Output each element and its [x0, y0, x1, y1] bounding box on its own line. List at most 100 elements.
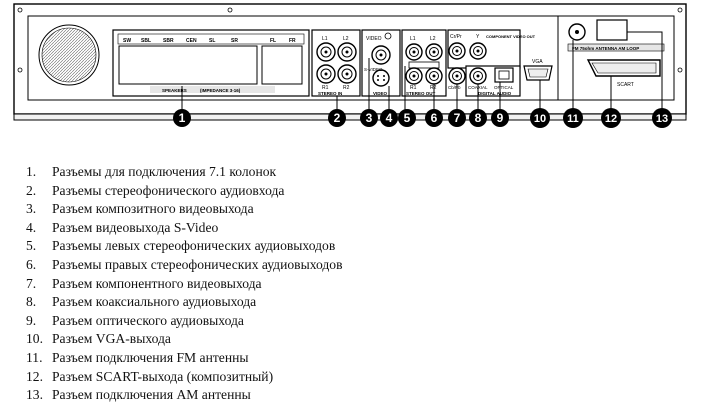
stereo-in-label-r1: R1	[322, 85, 329, 91]
legend-text: Разъем оптического аудиовыхода	[52, 312, 244, 328]
legend-text: Разъем видеовыхода S-Video	[52, 219, 219, 235]
callout-1: 1	[173, 109, 191, 127]
stereo-in-label-l1: L1	[322, 36, 328, 42]
svg-text:2: 2	[334, 111, 341, 125]
scart-label: SCART	[617, 82, 634, 88]
svg-text:9: 9	[497, 111, 504, 125]
legend-item: 11.Разъем подключения FM антенны	[26, 349, 343, 368]
legend-text: Разъемы левых стереофонических аудиовыхо…	[52, 238, 336, 254]
legend-text: Разъем коаксиального аудиовыхода	[52, 294, 257, 310]
legend-text: Разъем композитного видеовыхода	[52, 201, 254, 217]
scart-port: SCART	[586, 59, 661, 88]
legend-number: 11.	[26, 349, 43, 365]
stereo-out-label-r2: R2	[430, 85, 437, 91]
component-video-jacks: Cr/Pr Y COMPONENT VIDEO OUT Cb/Pb	[447, 29, 536, 90]
legend-number: 2.	[26, 182, 37, 198]
speaker-label-sbl: SBL	[141, 38, 151, 44]
legend-number: 8.	[26, 294, 37, 310]
stereo-out-label-l2: L2	[430, 36, 436, 42]
legend-text: Разъемы стереофонического аудиовхода	[52, 182, 285, 198]
legend-item: 6. Разъемы правых стереофонических аудиов…	[26, 256, 343, 275]
speakers-caption: SPEAKERS	[162, 88, 187, 93]
video-label: VIDEO	[366, 36, 382, 42]
legend-item: 10. Разъем VGA-выхода	[26, 330, 343, 349]
speaker-terminals: SW SBL SBR CEN SL SR FL FR SPEAKERS (IMP…	[112, 29, 310, 97]
svideo-label: S-VIDEO	[364, 67, 383, 72]
antenna-connectors: FM 75ohm ANTENNA AM LOOP	[567, 19, 665, 52]
stereo-in-jacks: L1 L2 R1 R2 STEREO IN	[311, 29, 361, 97]
callout-7: 7	[448, 109, 466, 127]
callout-11: 11	[563, 108, 583, 128]
screw-icon	[17, 67, 23, 73]
callout-10: 10	[530, 108, 550, 128]
component-label-cb: Cb/Pb	[448, 85, 461, 90]
legend-number: 9.	[26, 312, 37, 328]
legend-text: Разъемы правых стереофонических аудиовых…	[52, 256, 343, 272]
svg-text:5: 5	[404, 111, 411, 125]
vga-port: VGA	[523, 59, 553, 81]
legend-item: 9. Разъем оптического аудиовыхода	[26, 312, 343, 331]
speaker-label-sr: SR	[231, 38, 238, 44]
legend-item: 3. Разъем композитного видеовыхода	[26, 200, 343, 219]
legend-number: 5.	[26, 238, 37, 254]
callout-12: 12	[601, 108, 621, 128]
legend-number: 4.	[26, 219, 37, 235]
screw-icon	[677, 67, 683, 73]
callout-4: 4	[380, 109, 398, 127]
legend-text: Разъем компонентного видеовыхода	[52, 275, 262, 291]
legend-number: 10.	[26, 331, 43, 347]
legend-text: Разъемы для подключения 7.1 колонок	[52, 164, 277, 179]
legend-number: 1.	[26, 164, 37, 179]
legend-item: 7. Разъем компонентного видеовыхода	[26, 275, 343, 294]
legend-number: 13.	[26, 387, 43, 403]
stereo-in-label-r2: R2	[343, 85, 350, 91]
svg-text:7: 7	[454, 111, 461, 125]
svg-text:4: 4	[386, 111, 393, 125]
legend-item: 12.Разъем SCART-выхода (композитный)	[26, 368, 343, 387]
svg-text:13: 13	[656, 113, 668, 125]
speaker-label-sw: SW	[123, 38, 131, 44]
callout-3: 3	[360, 109, 378, 127]
component-caption: COMPONENT VIDEO OUT	[486, 34, 536, 39]
screw-icon	[227, 7, 233, 13]
legend-number: 12.	[26, 368, 43, 384]
rear-panel-diagram: SW SBL SBR CEN SL SR FL FR SPEAKERS (IMP…	[13, 3, 687, 128]
stereo-out-label-l1: L1	[410, 36, 416, 42]
speaker-label-sbr: SBR	[163, 38, 174, 44]
speaker-label-sl: SL	[209, 38, 215, 44]
stereo-out-caption: STEREO OUT	[406, 91, 436, 96]
legend-item: 8. Разъем коаксиального аудиовыхода	[26, 293, 343, 312]
legend-item: 1. Разъемы для подключения 7.1 колонок	[26, 163, 343, 182]
legend-number: 6.	[26, 256, 37, 272]
antenna-caption: FM 75ohm ANTENNA AM LOOP	[572, 46, 639, 51]
speaker-label-cen: CEN	[186, 38, 197, 44]
legend-number: 3.	[26, 201, 37, 217]
screw-icon	[17, 7, 23, 13]
legend-item: 13. Разъем подключения AM антенны	[26, 386, 343, 405]
vga-label: VGA	[532, 59, 543, 65]
callout-5: 5	[398, 109, 416, 127]
legend-item: 2. Разъемы стереофонического аудиовхода	[26, 182, 343, 201]
component-label-cr: Cr/Pr	[450, 34, 462, 40]
stereo-out-label-r1: R1	[410, 85, 417, 91]
legend-text: Разъем VGA-выхода	[52, 331, 171, 347]
callout-9: 9	[491, 109, 509, 127]
callout-leaders	[181, 31, 663, 110]
digital-audio-jacks: COAXIAL OPTICAL DIGITAL AUDIO	[465, 65, 521, 97]
callout-6: 6	[425, 109, 443, 127]
svg-text:8: 8	[475, 111, 482, 125]
callout-13: 13	[652, 108, 672, 128]
svg-text:1: 1	[179, 111, 186, 125]
screw-icon	[677, 7, 683, 13]
svg-text:6: 6	[431, 111, 438, 125]
legend-text: Разъем подключения AM антенны	[52, 387, 251, 403]
video-out-jacks: VIDEO S-VIDEO VIDEO	[361, 29, 401, 97]
speaker-label-fr: FR	[289, 38, 296, 44]
speaker-label-fl: FL	[270, 38, 276, 44]
svg-text:3: 3	[366, 111, 373, 125]
connector-legend: 1. Разъемы для подключения 7.1 колонок 2.…	[26, 163, 343, 405]
optical-label: OPTICAL	[494, 85, 514, 90]
impedance-caption: (IMPEDANCE 3-16)	[200, 88, 241, 93]
legend-number: 7.	[26, 275, 37, 291]
fan-grille	[38, 24, 100, 86]
